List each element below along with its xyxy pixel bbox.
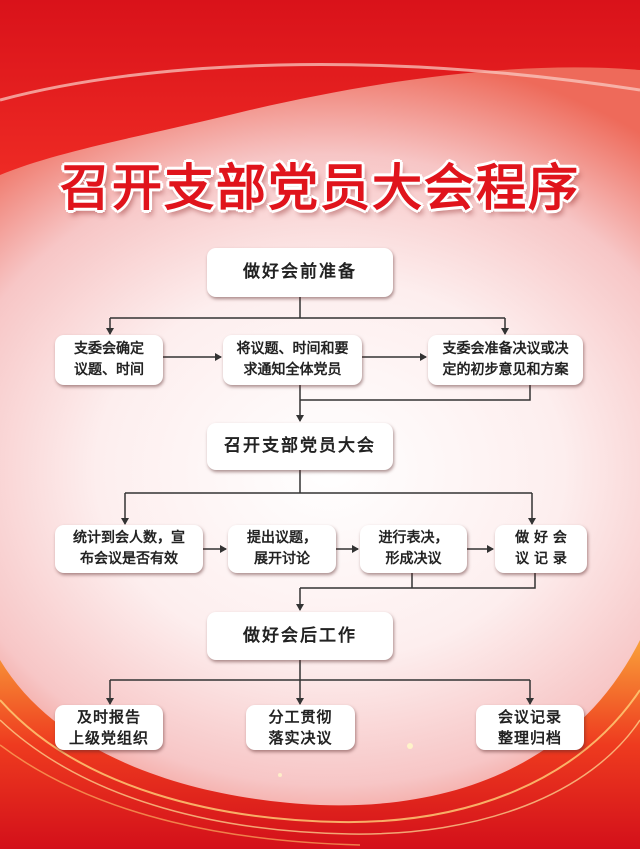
stage-hold-meeting: 召开支部党员大会	[207, 423, 393, 470]
step-archive: 会议记录 整理归档	[476, 705, 584, 750]
stage-prepare: 做好会前准备	[207, 248, 393, 297]
step-count-attendance: 统计到会人数，宣 布会议是否有效	[55, 525, 203, 573]
step-vote: 进行表决， 形成决议	[360, 525, 467, 573]
stage-followup: 做好会后工作	[207, 612, 393, 660]
step-prepare-draft: 支委会准备决议或决 定的初步意见和方案	[428, 335, 583, 385]
step-report: 及时报告 上级党组织	[55, 705, 163, 750]
step-implement: 分工贯彻 落实决议	[246, 705, 355, 750]
poster-title: 召开支部党员大会程序	[60, 159, 580, 217]
step-record: 做 好 会 议 记 录	[495, 525, 587, 573]
step-confirm-topic: 支委会确定 议题、时间	[55, 335, 163, 385]
step-notify-members: 将议题、时间和要 求通知全体党员	[223, 335, 362, 385]
step-discuss: 提出议题， 展开讨论	[228, 525, 336, 573]
